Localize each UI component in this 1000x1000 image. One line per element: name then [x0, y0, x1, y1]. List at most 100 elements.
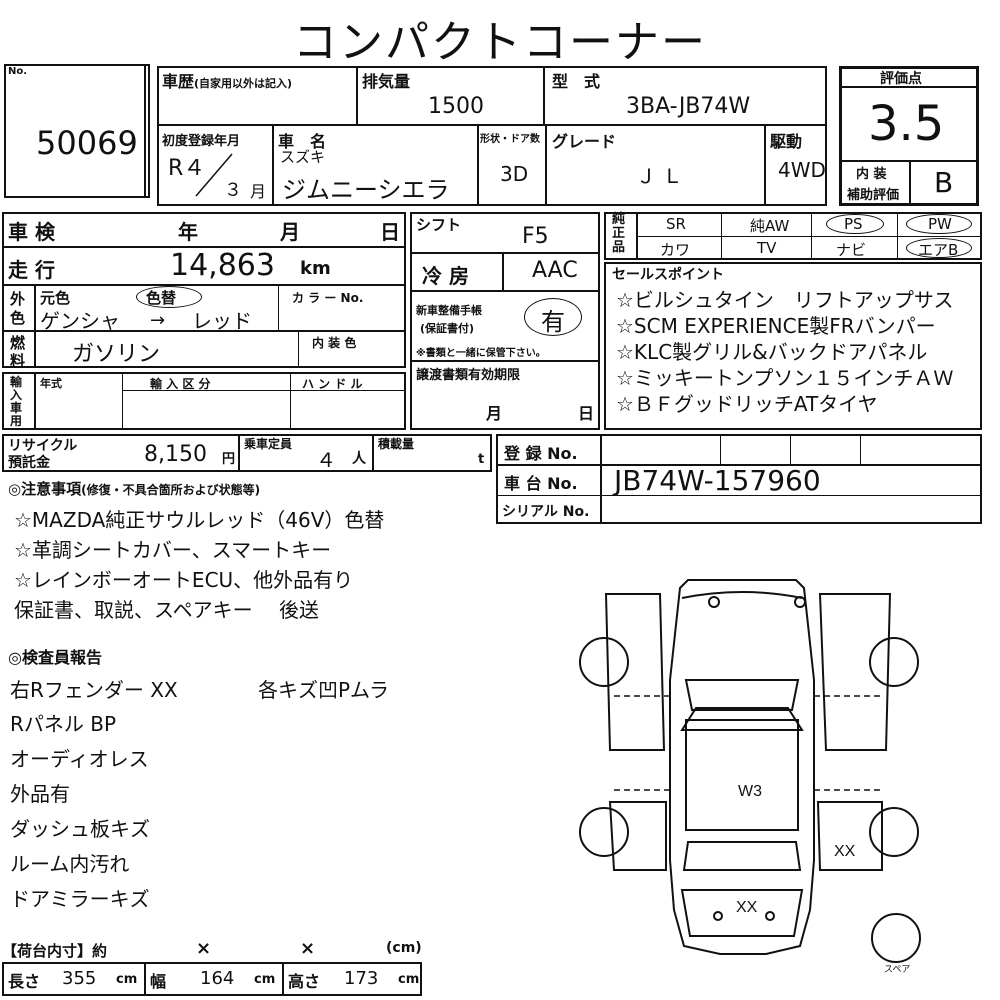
recycle-label-1: リサイクル: [8, 438, 78, 454]
inspector-item: Rパネル BP: [10, 712, 117, 736]
cargo-unit: (cm): [386, 940, 422, 956]
diagram-mark-rear: XX: [736, 899, 758, 916]
import-year-label: 年式: [40, 377, 62, 390]
fuel-label-2: 料: [10, 352, 26, 370]
import-handle-label: ハ ン ド ル: [302, 377, 363, 391]
sales-point: ☆ミッキートンプソン１５インチＡＷ: [616, 366, 954, 390]
color-from: ゲンシャ: [40, 309, 120, 333]
recycle-label-2: 預託金: [8, 455, 50, 471]
chassis-value: JB74W-157960: [614, 464, 821, 497]
cargo-times-2: ×: [300, 938, 316, 959]
aircon-label: 冷 房: [422, 264, 469, 288]
inspector-item: ドアミラーキズ: [10, 887, 150, 911]
sales-point: ☆ＢＦグッドリッチATタイヤ: [616, 392, 878, 416]
transfer-label: 譲渡書類有効期限: [416, 368, 521, 383]
recycle-table: [2, 434, 492, 472]
first-reg-slash: [195, 153, 233, 197]
note-line: ☆MAZDA純正サウルレッド（46V）色替: [14, 508, 385, 532]
registration-label: 登 録 No.: [504, 444, 578, 463]
header-table: [157, 66, 827, 206]
chassis-label: 車 台 No.: [504, 474, 578, 493]
inspection-label: 車 検: [8, 220, 55, 244]
equipment-leather: カワ: [660, 241, 691, 259]
warranty-circle: [524, 298, 582, 336]
first-reg-month-unit: 月: [250, 182, 267, 201]
diagram-mark-right-rear: XX: [834, 843, 856, 860]
page-title: コンパクトコーナー: [293, 17, 707, 68]
import-table: [2, 372, 406, 430]
car-maker: スズキ: [280, 148, 326, 166]
drive-label: 駆動: [770, 132, 803, 151]
notes-label: ◎注意事項(修復・不具合箇所および状態等): [8, 480, 261, 498]
diagram-mark-roof: W3: [738, 783, 762, 800]
serial-label: シリアル No.: [502, 504, 590, 520]
first-reg-month: ３: [224, 180, 242, 201]
lot-bracket-right: [144, 66, 146, 196]
sales-points-label: セールスポイント: [612, 267, 724, 283]
first-reg-label: 初度登録年月: [162, 134, 241, 149]
inspector-item: オーディオレス: [10, 747, 149, 771]
score-label: 評価点: [880, 71, 922, 87]
equipment-pw: PW: [928, 215, 952, 233]
inspector-label: ◎検査員報告: [8, 648, 102, 667]
repaint-label: 色替: [146, 289, 177, 307]
cargo-label: 【荷台内寸】約: [2, 942, 108, 960]
capacity-unit: 人: [352, 451, 366, 467]
interior-color-label: 内 装 色: [312, 336, 357, 350]
cargo-times-1: ×: [196, 938, 212, 959]
cargo-table: [2, 962, 422, 996]
model-label: 型 式: [552, 72, 601, 91]
import-type-label: 輸 入 区 分: [150, 377, 211, 391]
body-label: 形状・ドア数: [480, 134, 540, 145]
equipment-navi: ナビ: [836, 241, 867, 259]
mileage-value: 14,863: [170, 248, 275, 283]
cargo-height-value: 173: [344, 968, 379, 989]
cargo-height-label: 高さ: [288, 972, 321, 991]
displacement-value: 1500: [428, 94, 484, 119]
warranty-label-1: 新車整備手帳: [416, 304, 482, 317]
equipment-tv: TV: [757, 239, 777, 257]
note-line: ☆革調シートカバー、スマートキー: [14, 538, 332, 562]
first-reg-era-year: R４: [168, 156, 206, 181]
transfer-month: 月: [486, 404, 503, 423]
equipment-airbag-circle: [906, 238, 972, 258]
inspector-item: ダッシュ板キズ: [10, 817, 150, 841]
inspector-item: 外品有: [10, 782, 70, 806]
interior-label-2: 補助評価: [847, 188, 900, 203]
lot-number: 50069: [36, 124, 138, 162]
sales-point: ☆ビルシュタイン リフトアップサス: [616, 288, 954, 312]
equipment-genuine-aw: 純AW: [750, 217, 790, 235]
color-arrow: →: [150, 310, 166, 331]
shift-value: F5: [522, 224, 549, 249]
model-value: 3BA-JB74W: [626, 94, 751, 119]
original-color-label: 元色: [40, 289, 71, 307]
drive-value: 4WD: [778, 158, 826, 182]
equipment-airbag: エアB: [918, 241, 959, 259]
color-label-2: 色: [10, 309, 26, 327]
color-label-1: 外: [10, 290, 26, 308]
capacity-value: ４: [316, 448, 336, 472]
cargo-width-value: 164: [200, 968, 235, 989]
shift-label: シフト: [416, 216, 462, 234]
interior-label-1: 内 装: [856, 167, 887, 182]
spare-label: スペア: [884, 964, 910, 974]
equipment-label: 純正品: [612, 212, 626, 255]
sales-point: ☆KLC製グリル&バックドアパネル: [616, 340, 928, 364]
mileage-label: 走 行: [8, 258, 55, 282]
color-no-label: カ ラ ー No.: [292, 291, 364, 305]
transfer-day: 日: [578, 404, 595, 423]
car-name-value: ジムニーシエラ: [282, 176, 450, 204]
cargo-length-label: 長さ: [8, 972, 41, 991]
body-value: 3D: [500, 162, 529, 186]
cargo-length-value: 355: [62, 968, 97, 989]
inspector-right-note: 各キズ凹Pムラ: [258, 678, 390, 702]
note-line: ☆レインボーオートECU、他外品有り: [14, 568, 354, 592]
aircon-value: AAC: [532, 258, 578, 283]
inspection-month: 月: [280, 220, 300, 244]
cargo-length-unit: cm: [116, 972, 138, 987]
note-line: 保証書、取説、スペアキー 後送: [14, 598, 319, 622]
equipment-sr: SR: [666, 215, 686, 233]
equipment-pw-circle: [906, 214, 972, 234]
shift-table: [410, 212, 600, 430]
sales-point: ☆SCM EXPERIENCE製FRバンパー: [616, 314, 936, 338]
